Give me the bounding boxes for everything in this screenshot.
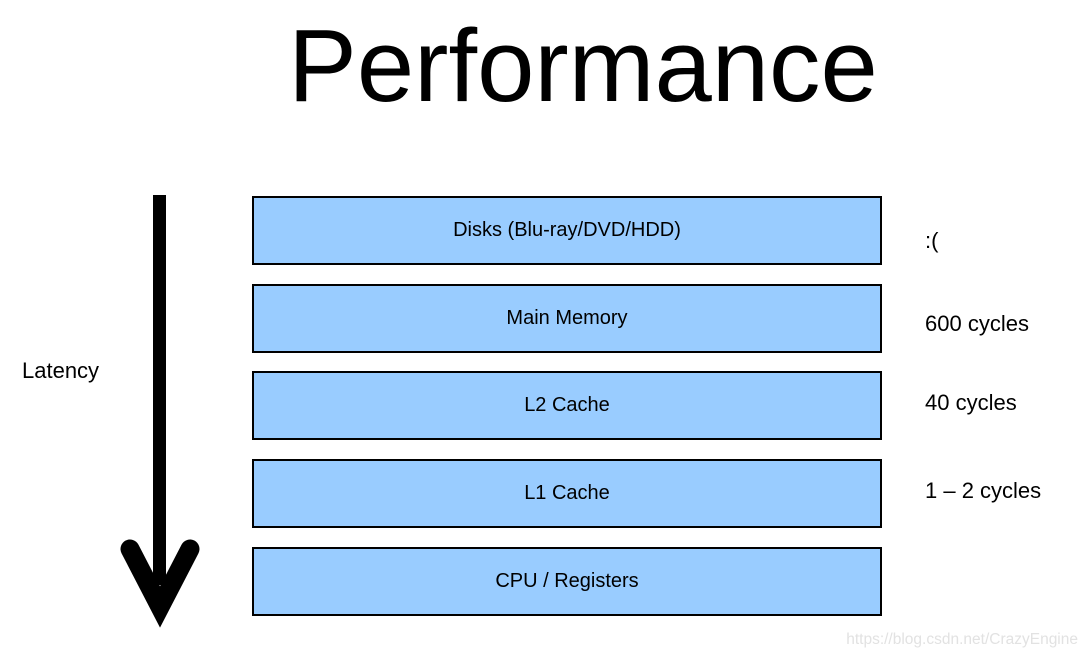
latency-value-main-memory: 600 cycles	[925, 311, 1029, 336]
hierarchy-box-label: L1 Cache	[524, 482, 610, 504]
latency-down-arrow-icon	[120, 195, 200, 628]
hierarchy-box-label: Main Memory	[506, 307, 628, 329]
watermark-url: https://blog.csdn.net/CrazyEngine	[846, 631, 1078, 648]
latency-value-l2-cache: 40 cycles	[925, 390, 1017, 415]
latency-axis-label: Latency	[22, 358, 100, 383]
hierarchy-box-label: Disks (Blu-ray/DVD/HDD)	[453, 219, 681, 241]
latency-value-disks: :(	[925, 228, 939, 253]
latency-value-l1-cache: 1 – 2 cycles	[925, 478, 1042, 503]
hierarchy-box-disks: Disks (Blu-ray/DVD/HDD)	[252, 196, 882, 265]
page-title: Performance	[288, 8, 878, 123]
hierarchy-box-label: L2 Cache	[524, 394, 610, 416]
hierarchy-box-main-memory: Main Memory	[252, 284, 882, 353]
hierarchy-box-l2-cache: L2 Cache	[252, 371, 882, 440]
hierarchy-box-l1-cache: L1 Cache	[252, 459, 882, 528]
hierarchy-box-label: CPU / Registers	[495, 570, 639, 592]
hierarchy-box-cpu-registers: CPU / Registers	[252, 547, 882, 616]
